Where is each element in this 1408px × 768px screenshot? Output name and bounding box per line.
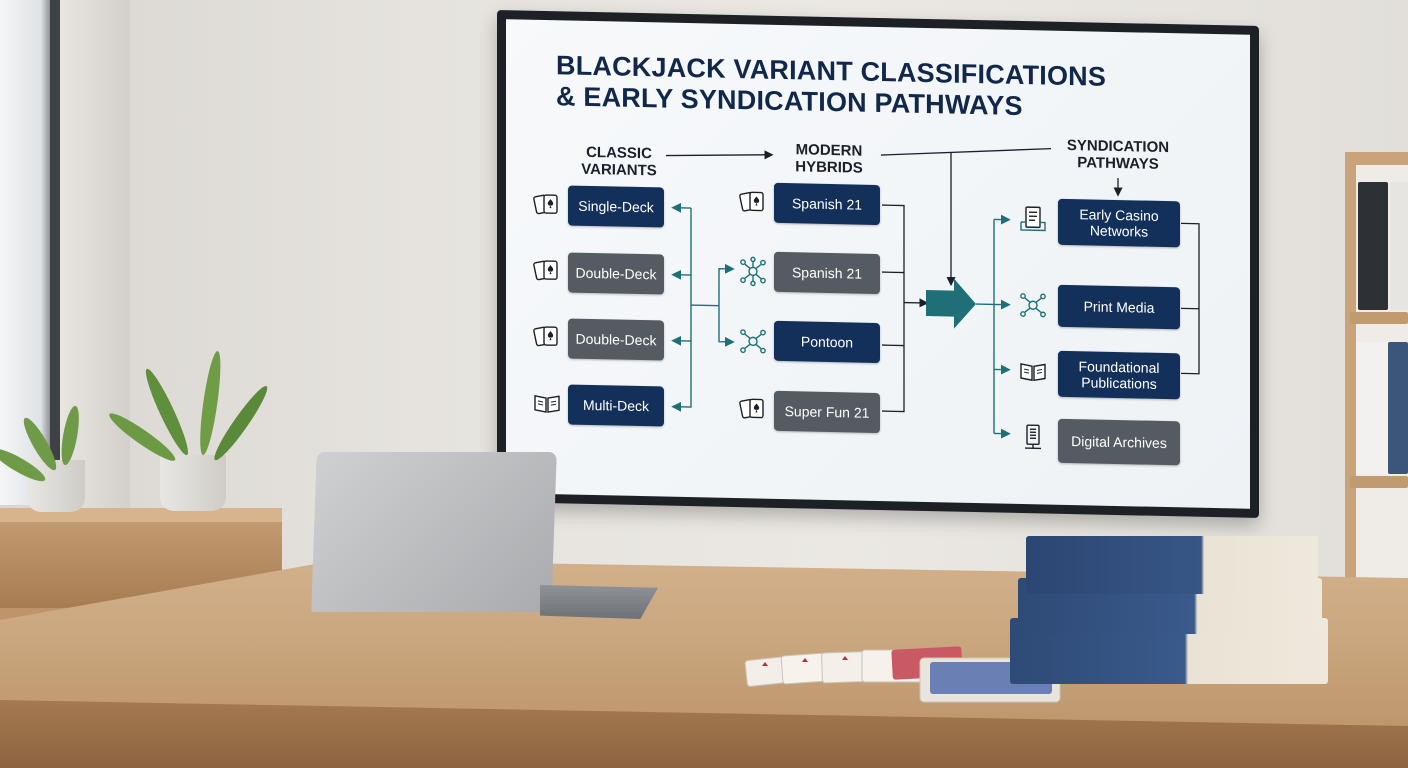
playing-cards-icon bbox=[532, 322, 562, 353]
playing-cards-icon bbox=[532, 256, 562, 287]
modern-node-spanish-21[interactable]: Spanish 21 bbox=[774, 182, 880, 226]
network-icon bbox=[738, 326, 768, 357]
syndication-node-digital-archives[interactable]: Digital Archives bbox=[1058, 418, 1180, 466]
network-icon bbox=[738, 256, 768, 287]
network-icon bbox=[1018, 290, 1048, 321]
window-frame bbox=[50, 0, 60, 505]
hardcover-book bbox=[1026, 536, 1318, 594]
binder bbox=[1358, 182, 1388, 310]
plant-pot bbox=[160, 455, 226, 511]
header-line bbox=[880, 147, 1052, 156]
open-book-icon bbox=[1018, 356, 1048, 387]
shelf-board bbox=[1350, 476, 1408, 488]
modern-node-spanish-21-2[interactable]: Spanish 21 bbox=[774, 251, 880, 295]
document-icon bbox=[1018, 204, 1048, 235]
laptop bbox=[311, 452, 557, 612]
binder bbox=[1390, 182, 1408, 310]
binder bbox=[1388, 342, 1408, 474]
binder bbox=[1356, 342, 1388, 474]
playing-cards-icon bbox=[738, 394, 768, 425]
classic-node-multi-deck[interactable]: Multi-Deck bbox=[568, 384, 664, 427]
classic-node-double-deck[interactable]: Double-Deck bbox=[568, 252, 664, 295]
modern-node-super-fun-21[interactable]: Super Fun 21 bbox=[774, 390, 880, 434]
syndication-node-print-media[interactable]: Print Media bbox=[1058, 284, 1180, 330]
tv-screen: BLACKJACK VARIANT CLASSIFICATIONS & EARL… bbox=[506, 19, 1250, 509]
classic-node-single-deck[interactable]: Single-Deck bbox=[568, 185, 664, 228]
central-arrow bbox=[926, 278, 976, 329]
classic-node-double-deck-2[interactable]: Double-Deck bbox=[568, 318, 664, 361]
open-book-icon bbox=[532, 388, 562, 419]
playing-cards-icon bbox=[532, 190, 562, 221]
header-arrow bbox=[665, 150, 774, 160]
flow-connectors bbox=[665, 147, 1200, 439]
laptop-base bbox=[540, 585, 658, 619]
shelf-board bbox=[1350, 312, 1408, 324]
playing-cards-icon bbox=[738, 187, 768, 218]
server-icon bbox=[1018, 422, 1048, 453]
modern-node-pontoon[interactable]: Pontoon bbox=[774, 320, 880, 364]
